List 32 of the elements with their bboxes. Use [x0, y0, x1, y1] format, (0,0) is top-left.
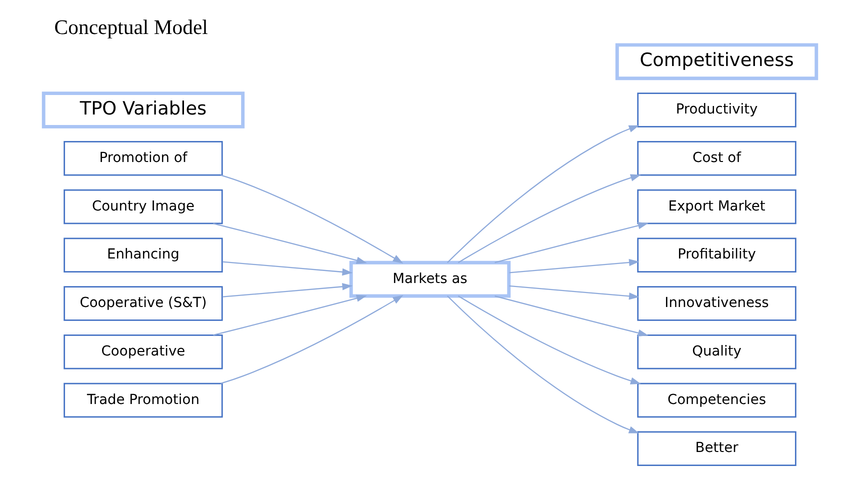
arrow [458, 296, 641, 384]
node-box: Cost of [637, 141, 796, 176]
arrow [213, 294, 367, 336]
node-box: Productivity [637, 92, 796, 128]
node-box: Export Market [637, 189, 796, 224]
arrow [494, 296, 648, 337]
node-box: Competitiveness [615, 43, 818, 80]
node-box: Profitability [637, 238, 796, 273]
diagram-title: Conceptual Model [54, 16, 208, 39]
arrow [222, 261, 353, 276]
node-box: Innovativeness [637, 286, 796, 321]
node-box: TPO Variables [42, 92, 245, 128]
arrow [447, 296, 640, 434]
node-box: Better [637, 431, 796, 466]
arrow [494, 222, 648, 264]
arrow [447, 125, 640, 264]
node-box: Promotion of [64, 141, 223, 176]
arrow [213, 222, 367, 264]
node-box: Trade Promotion [64, 382, 223, 418]
node-box: Quality [637, 334, 796, 370]
node-box: Enhancing [64, 238, 223, 273]
node-box: Cooperative [64, 334, 223, 370]
arrow [220, 295, 404, 384]
arrow [509, 258, 640, 274]
node-box: Cooperative (S&T) [64, 286, 223, 321]
arrow [222, 283, 353, 298]
node-box: Country Image [64, 189, 223, 224]
node-box: Competencies [637, 382, 796, 418]
arrow [458, 174, 641, 264]
node-box: Markets as [349, 260, 511, 298]
arrow [509, 285, 640, 300]
arrow [220, 174, 404, 264]
